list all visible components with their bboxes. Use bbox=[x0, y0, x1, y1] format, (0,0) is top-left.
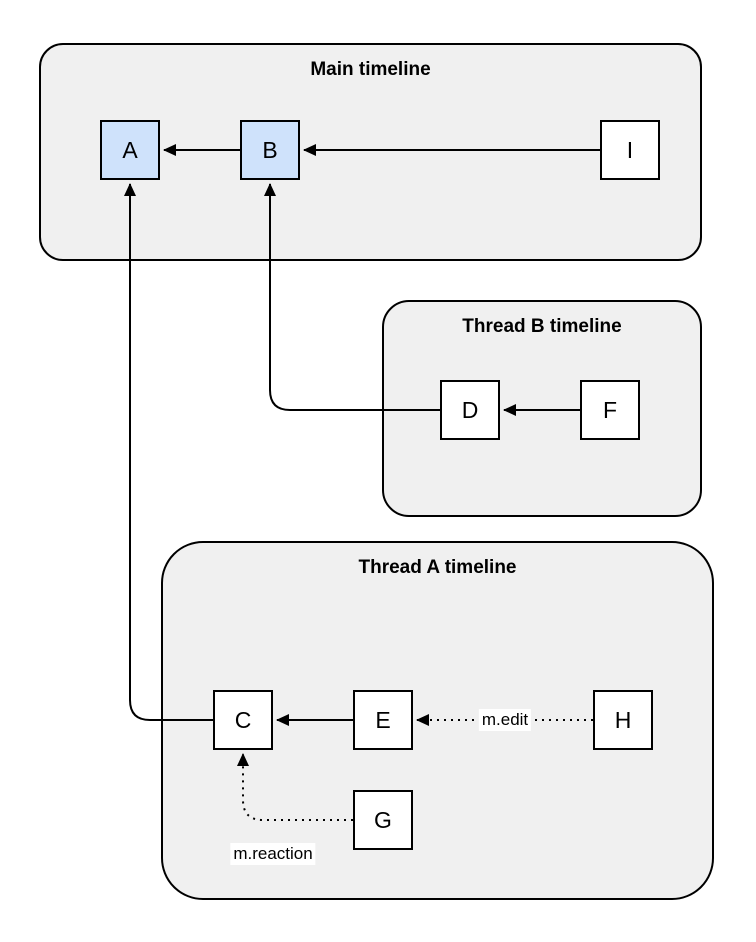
node-e: E bbox=[353, 690, 413, 750]
edge-label-m-edit: m.edit bbox=[478, 709, 532, 731]
node-f: F bbox=[580, 380, 640, 440]
node-label: G bbox=[374, 806, 392, 833]
node-label: A bbox=[122, 136, 138, 163]
node-d: D bbox=[440, 380, 500, 440]
node-label: I bbox=[626, 136, 634, 163]
node-label: H bbox=[614, 706, 632, 733]
node-label: E bbox=[375, 706, 391, 733]
node-g: G bbox=[353, 790, 413, 850]
node-i: I bbox=[600, 120, 660, 180]
node-label: B bbox=[262, 136, 278, 163]
node-label: D bbox=[461, 396, 479, 423]
node-label: C bbox=[234, 706, 252, 733]
container-title: Thread B timeline bbox=[462, 316, 622, 337]
node-label: F bbox=[602, 396, 618, 423]
node-b: B bbox=[240, 120, 300, 180]
container-title: Main timeline bbox=[310, 59, 431, 80]
node-h: H bbox=[593, 690, 653, 750]
node-a: A bbox=[100, 120, 160, 180]
container-thread-b-timeline: Thread B timeline bbox=[382, 300, 702, 517]
node-c: C bbox=[213, 690, 273, 750]
edge-label-m-reaction: m.reaction bbox=[230, 843, 316, 865]
container-title: Thread A timeline bbox=[358, 557, 517, 578]
